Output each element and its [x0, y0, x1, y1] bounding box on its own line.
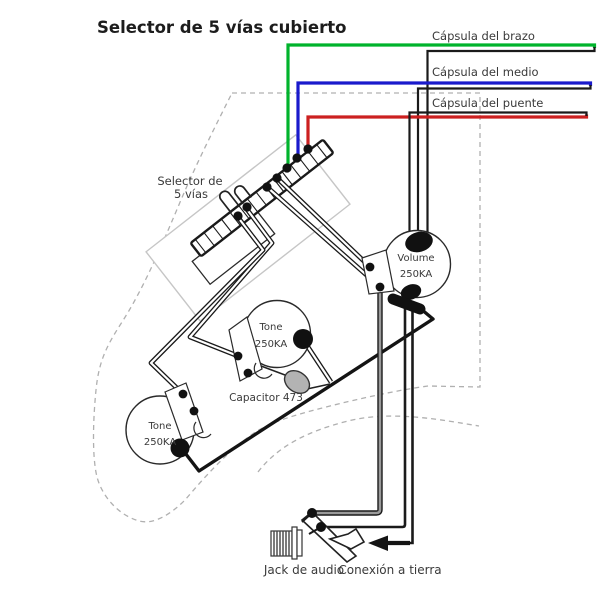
neck-pickup-ground-wire	[426, 47, 596, 236]
tone-neck-pot-value: 250KA	[144, 437, 176, 448]
neck-pickup-wire	[286, 43, 597, 166]
selector-terminal-dot	[303, 144, 313, 154]
tone-middle-pot-value: 250KA	[255, 339, 287, 350]
tone-neck-pot-tab	[164, 382, 204, 441]
jack-barrel-threads	[273, 531, 290, 556]
tone-middle-pot-label: Tone	[258, 322, 282, 333]
body-outline	[257, 415, 480, 473]
tone-middle-lug-arc	[253, 362, 273, 379]
selector-jumper-loop-1	[233, 185, 253, 205]
selector-terminal-dot	[282, 163, 292, 173]
selector-label-line1: Selector de	[157, 174, 222, 188]
capacitor-label: Capacitor 473	[229, 392, 303, 404]
pickup-neck-label: Cápsula del brazo	[432, 29, 535, 43]
tone-middle-pot: Tone 250KA	[228, 299, 313, 382]
ground-bus-wire	[180, 307, 435, 473]
tone-neck-pot-label: Tone	[147, 421, 171, 432]
tone-neck-lug-dot-2	[189, 406, 199, 416]
volume-lug-dot-1	[365, 262, 375, 272]
volume-pot-tab	[361, 249, 395, 295]
wire-volume-to-jack-hot	[315, 290, 383, 516]
bridge-pickup-wire	[306, 114, 589, 148]
volume-pot-label: Volume	[397, 253, 434, 264]
jack-nut-ring-2	[296, 529, 303, 557]
volume-pot-solder-bar	[387, 293, 426, 315]
volume-pot-ground-blob-top	[405, 231, 433, 253]
wire-tone-middle-to-ground	[301, 339, 334, 384]
tone-neck-solder-blob	[170, 438, 190, 458]
output-jack	[270, 508, 366, 564]
wire-selector-to-volume-2	[265, 185, 382, 289]
selector-terminal-dots	[233, 144, 313, 221]
jack-tip-lug	[327, 527, 366, 550]
capacitor-lead-left	[260, 365, 286, 376]
tone-neck-pot: Tone 250KA	[125, 382, 212, 465]
selector-terminal-dot	[233, 211, 243, 221]
volume-pot-value: 250KA	[400, 269, 432, 280]
selector-terminal-dot	[292, 153, 302, 163]
jack-terminal-dot-1	[307, 508, 317, 518]
tone-middle-lug-dot-2	[243, 368, 253, 378]
middle-pickup-ground-wire	[416, 85, 592, 236]
pickup-middle-label: Cápsula del medio	[432, 65, 539, 79]
volume-lug-dot-2	[375, 282, 385, 292]
selector-label-line2: 5 vías	[174, 187, 208, 201]
selector-terminal-dot	[272, 173, 282, 183]
tone-middle-lug-dot-1	[233, 351, 243, 361]
volume-pot-ground-blob-bottom	[400, 284, 422, 300]
tone-neck-lug-dot-1	[178, 389, 188, 399]
middle-pickup-wire	[296, 81, 593, 157]
selector-terminal-dot	[242, 202, 252, 212]
bridge-pickup-ground-wire	[408, 111, 588, 236]
wire-selector-to-volume-1	[275, 176, 372, 269]
volume-pot: Volume 250KA	[361, 229, 452, 315]
jack-terminal-dot-2	[316, 522, 326, 532]
wire-volume-to-jack-ground	[323, 303, 407, 529]
tone-middle-solder-blob	[293, 329, 313, 349]
selector-jumper-loop-2	[218, 190, 241, 214]
page-title: Selector de 5 vías cubierto	[97, 18, 346, 37]
capacitor-lead-right	[306, 383, 331, 390]
jack-label: Jack de audio	[263, 563, 344, 577]
selector-terminal-dot	[262, 182, 272, 192]
ground-label: Conexión a tierra	[338, 563, 441, 577]
pickup-bridge-label: Cápsula del puente	[432, 96, 543, 110]
capacitor-body	[283, 370, 311, 394]
ground-arrow-head	[368, 535, 388, 551]
jack-nut-ring-1	[291, 526, 298, 560]
selector-body	[190, 139, 334, 286]
selector-terminal-bar	[190, 139, 334, 257]
tone-neck-lug-arc	[193, 421, 212, 439]
tone-middle-pot-tab	[228, 316, 263, 382]
